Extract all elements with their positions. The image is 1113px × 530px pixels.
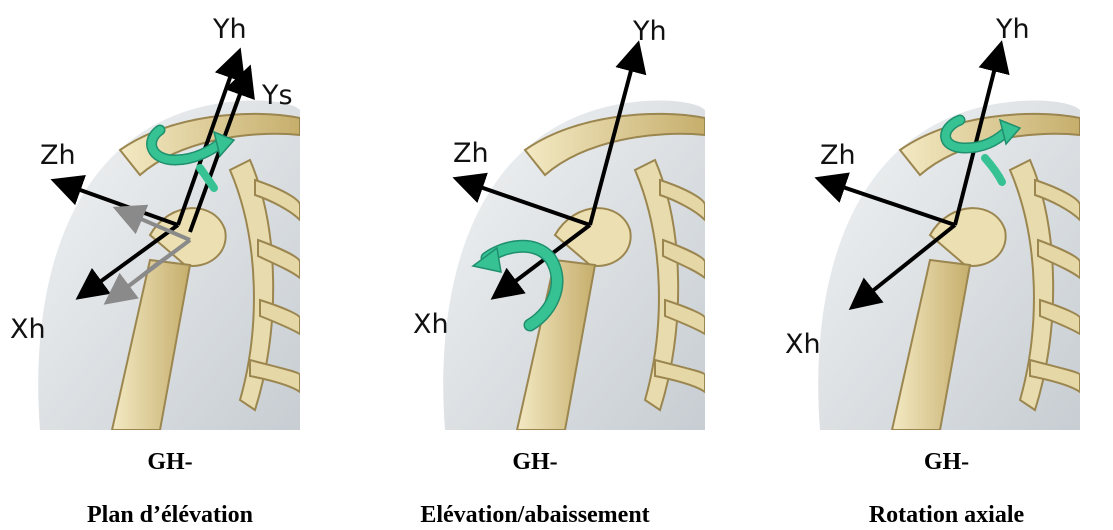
caption: GH- Elévation/abaissement bbox=[325, 448, 745, 530]
yh-label: Yh bbox=[632, 16, 667, 47]
shoulder-illustration: Yh Ys Zh Xh bbox=[0, 0, 300, 430]
panel-elevation-abaissement: Yh Zh Xh GH- Elévation/abaissement bbox=[405, 0, 705, 528]
panel-plan-elevation: Yh Ys Zh Xh GH- Plan d’élévation bbox=[0, 0, 300, 528]
xh-label: Xh bbox=[413, 309, 449, 340]
shoulder-anatomy bbox=[38, 101, 300, 430]
caption: GH- Plan d’élévation bbox=[20, 448, 320, 530]
panel-rotation-axiale: Yh Zh Xh GH- Rotation axiale bbox=[780, 0, 1080, 528]
caption-line2: Plan d’élévation bbox=[20, 501, 320, 530]
zh-label: Zh bbox=[820, 140, 856, 171]
shoulder-illustration: Yh Zh Xh bbox=[405, 0, 705, 430]
zh-label: Zh bbox=[40, 140, 76, 171]
yh-label: Yh bbox=[995, 14, 1030, 45]
zh-label: Zh bbox=[453, 138, 489, 169]
caption-line1: GH- bbox=[924, 449, 969, 475]
caption-line1: GH- bbox=[512, 449, 557, 475]
yh-label: Yh bbox=[212, 14, 247, 45]
shoulder-illustration: Yh Zh Xh bbox=[780, 0, 1080, 430]
caption-line2: Elévation/abaissement bbox=[325, 501, 745, 530]
caption-line1: GH- bbox=[147, 449, 192, 475]
xh-label: Xh bbox=[785, 329, 821, 360]
caption: GH- Rotation axiale bbox=[780, 448, 1113, 530]
caption-line2: Rotation axiale bbox=[780, 501, 1113, 530]
xh-label: Xh bbox=[10, 314, 46, 345]
ys-label: Ys bbox=[261, 80, 293, 111]
